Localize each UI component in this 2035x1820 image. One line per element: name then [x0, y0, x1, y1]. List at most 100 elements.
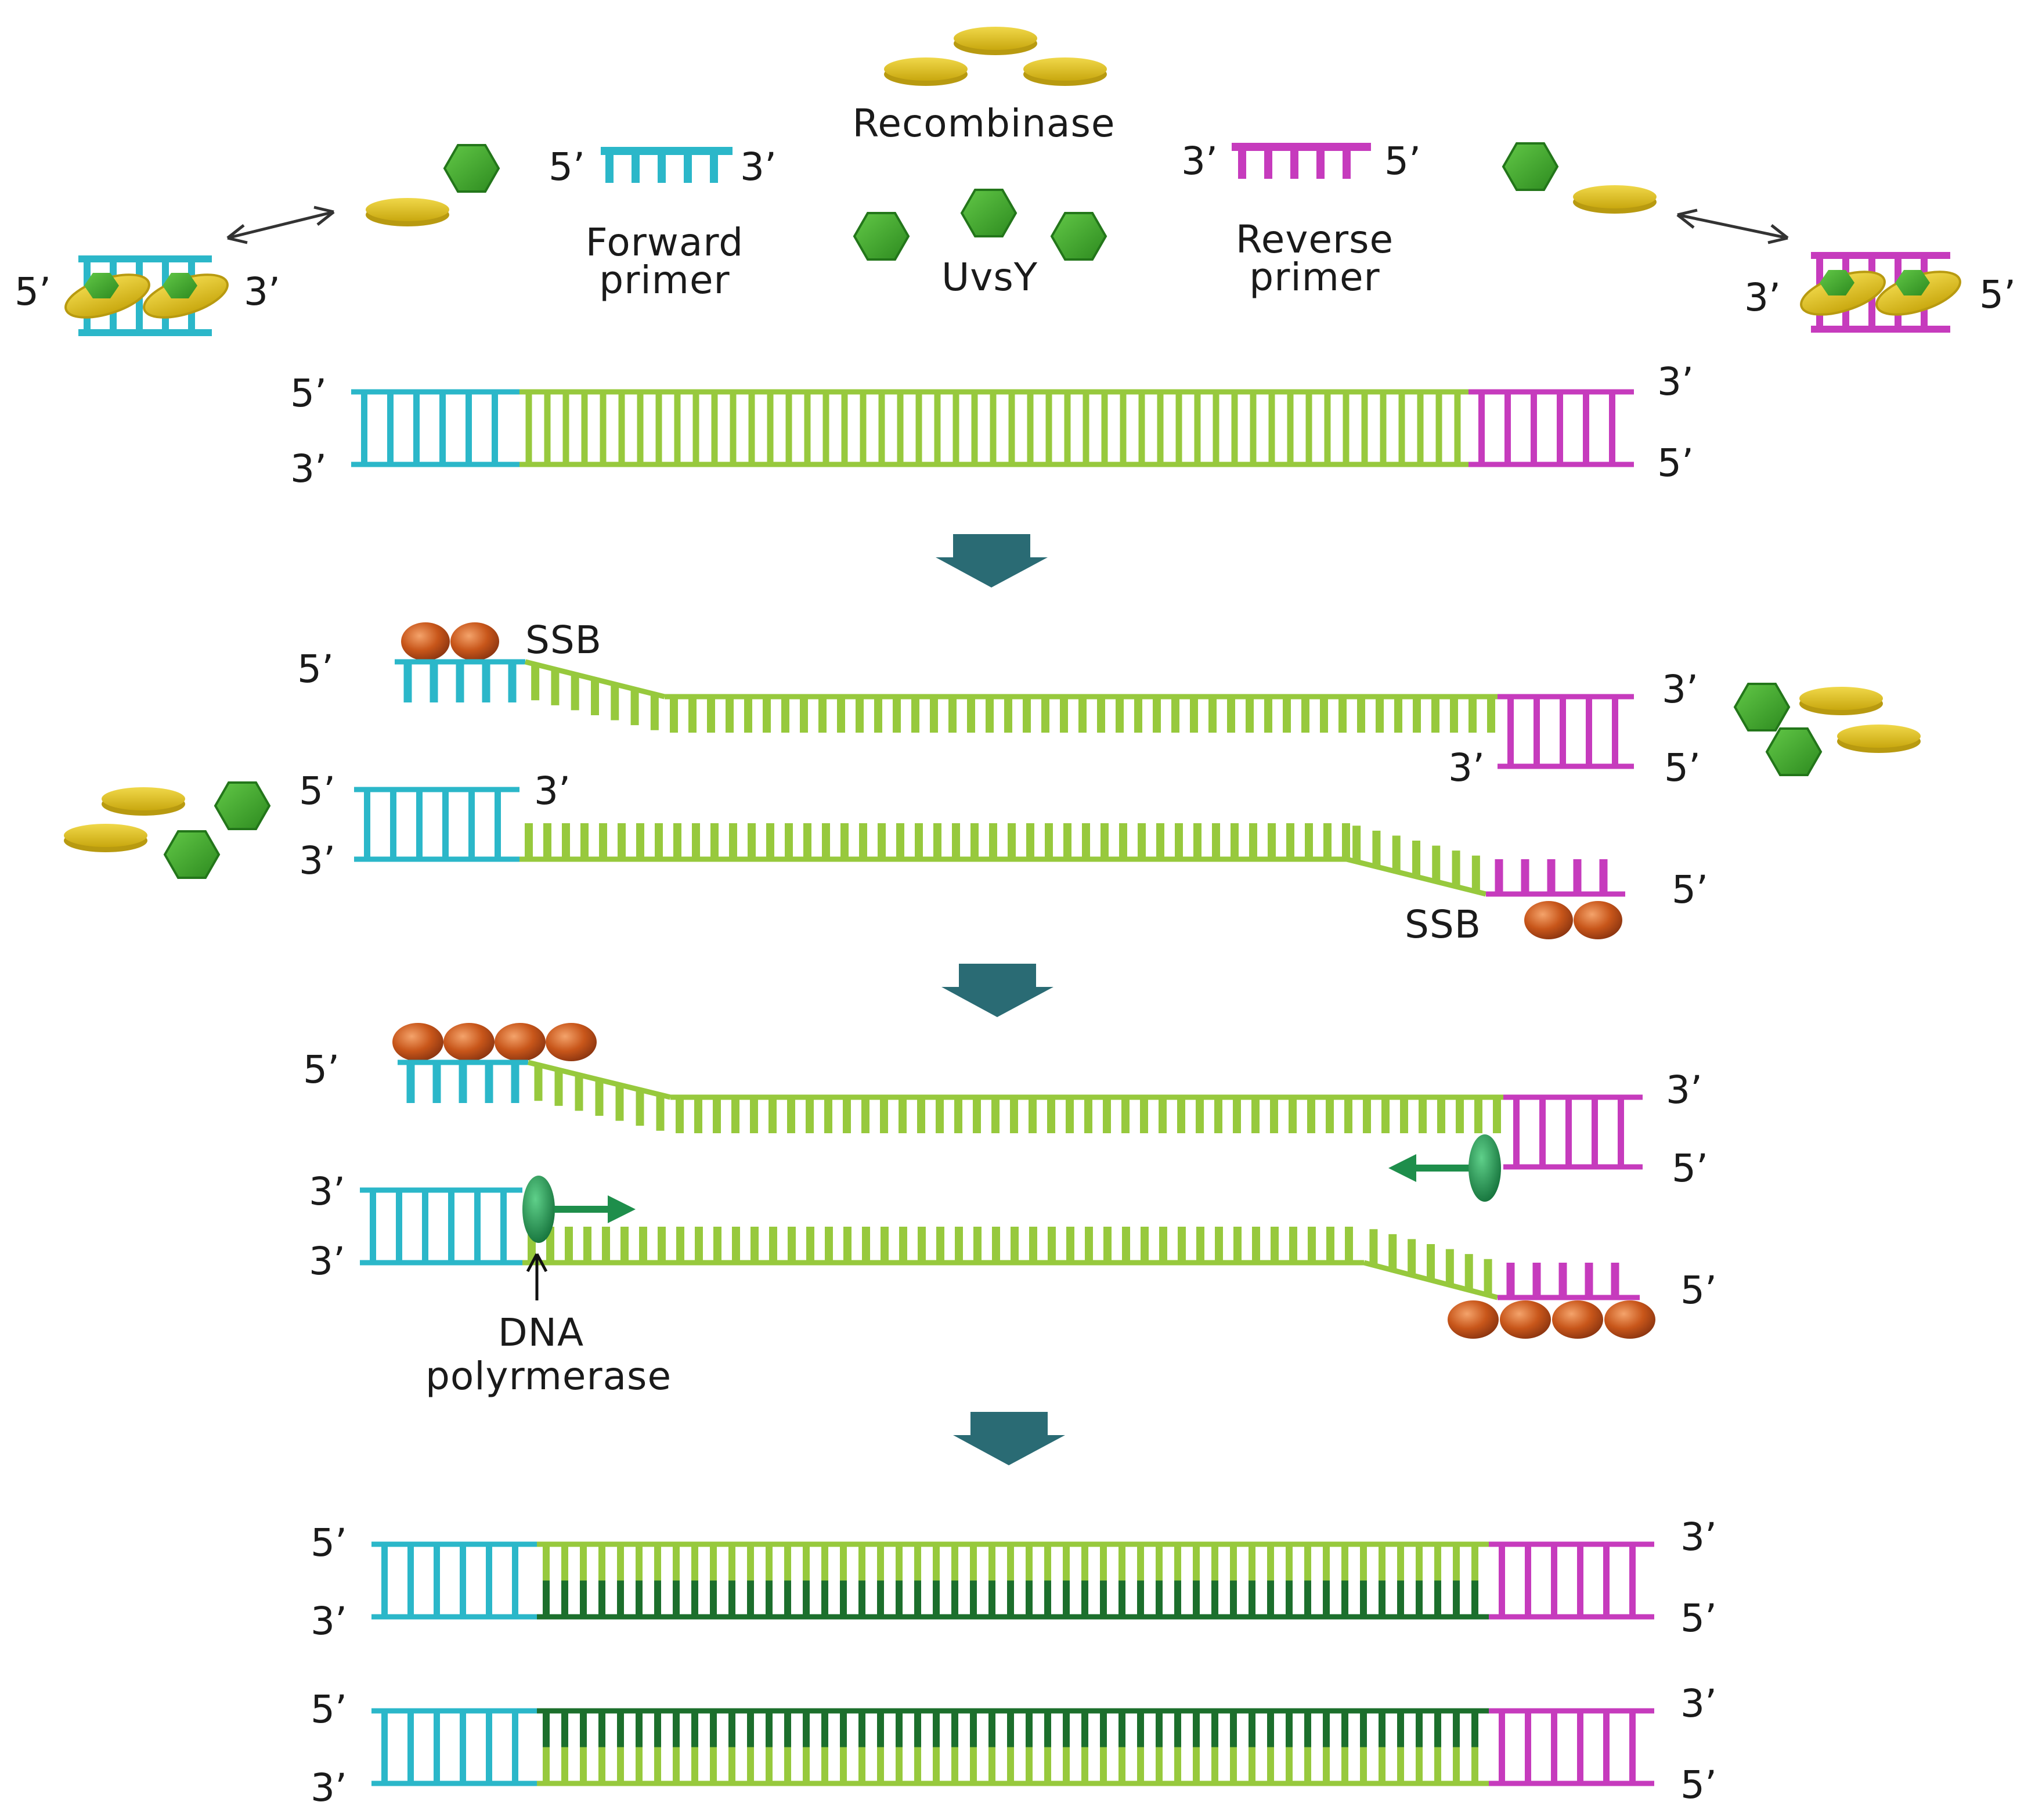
template-dsdna: 5’ 3’ 3’ 5’	[290, 359, 1694, 491]
step-arrow-3	[953, 1412, 1065, 1465]
five-prime-label: 5’	[1657, 441, 1694, 485]
three-prime-label: 3’	[244, 269, 280, 314]
uvsy-hexagon	[1733, 683, 1791, 731]
three-prime-label: 3’	[299, 838, 335, 883]
reverse-primer: 3’ 5’ Reverse primer	[1181, 139, 1421, 300]
three-prime-label: 3’	[1666, 1068, 1702, 1112]
three-prime-label: 3’	[311, 1599, 347, 1644]
uvsy-bound	[84, 273, 119, 298]
three-prime-label: 3’	[1657, 359, 1694, 404]
ssb-sphere	[1552, 1300, 1603, 1339]
extending-strand-bottom	[360, 1187, 1640, 1300]
forward-primer-label-line1: Forward	[586, 220, 744, 265]
right-free-components	[1502, 142, 1789, 244]
left-released-components	[64, 781, 271, 879]
right-released-components	[1733, 683, 1921, 776]
uvsy-bound	[163, 273, 197, 298]
product-dsdna-1	[371, 1541, 1654, 1620]
ssb-pair-top	[401, 622, 499, 661]
forward-primer-three-prime-label: 3’	[740, 145, 777, 189]
extension-arrowhead	[608, 1195, 636, 1223]
five-prime-label: 5’	[303, 1047, 340, 1092]
invaded-strand-top	[395, 659, 1634, 769]
uvsy-hexagon	[1050, 212, 1107, 261]
five-prime-label: 5’	[311, 1520, 347, 1565]
ssb-row-bottom	[1448, 1300, 1655, 1339]
three-prime-label: 3’	[311, 1765, 347, 1810]
polymerase-right	[1388, 1134, 1501, 1202]
ssb-pair-bottom	[1524, 901, 1622, 939]
recombinase-disc	[954, 27, 1037, 55]
uvsy-hexagon	[214, 781, 271, 830]
three-prime-label: 3’	[1448, 745, 1485, 790]
reverse-primer-three-prime-label: 3’	[1181, 139, 1218, 183]
uvsy-bound	[1820, 270, 1854, 295]
ssb-sphere	[401, 622, 450, 661]
step-arrow-2	[941, 964, 1053, 1017]
five-prime-label: 5’	[1664, 745, 1701, 790]
left-primer-complex: 5’ 3’	[15, 255, 280, 336]
equilibrium-arrow	[226, 206, 335, 244]
reverse-primer-strand	[1232, 143, 1371, 179]
recombinase-group: Recombinase	[853, 27, 1116, 146]
uvsy-label: UvsY	[941, 255, 1038, 300]
ssb-sphere	[495, 1023, 546, 1061]
ssb-sphere	[1524, 901, 1573, 939]
three-prime-label: 3’	[309, 1169, 345, 1214]
equilibrium-arrow	[1676, 208, 1789, 244]
ssb-label: SSB	[1405, 902, 1481, 947]
five-prime-label: 5’	[290, 371, 327, 416]
forward-primer-five-prime-label: 5’	[549, 145, 585, 189]
ssb-sphere	[450, 622, 499, 661]
forward-primer-strand	[601, 147, 733, 183]
reverse-primer-five-prime-label: 5’	[1384, 139, 1421, 183]
ssb-sphere	[392, 1023, 443, 1061]
recombinase-disc	[1573, 185, 1657, 214]
ssb-sphere	[1500, 1300, 1551, 1339]
uvsy-hexagon	[1765, 727, 1823, 776]
ssb-sphere	[1604, 1300, 1655, 1339]
recombinase-disc	[64, 824, 147, 852]
uvsy-hexagon	[960, 189, 1017, 237]
recombinase-disc	[102, 787, 185, 816]
forward-primer: 5’ 3’ Forward primer	[549, 145, 777, 302]
uvsy-hexagon	[443, 144, 500, 193]
three-prime-label: 3’	[309, 1239, 345, 1284]
dna-polymerase-right	[1468, 1134, 1501, 1202]
polymerase-pointer-arrow	[526, 1253, 548, 1300]
three-prime-label: 3’	[1680, 1515, 1717, 1559]
five-prime-label: 5’	[1672, 867, 1708, 912]
dna-polymerase-label-line1: DNA	[498, 1310, 584, 1355]
recombinase-disc	[1837, 725, 1921, 753]
left-free-components	[226, 144, 500, 244]
five-prime-label: 5’	[1680, 1763, 1717, 1807]
three-prime-label: 3’	[1744, 275, 1781, 320]
reverse-primer-label-line2: primer	[1249, 255, 1380, 300]
extending-strand-top	[398, 1059, 1643, 1170]
strand-invasion: SSB 5’ 3’ 3’ 5’ 5’ 3’ 3’ 5’ SSB	[64, 618, 1921, 947]
right-primer-complex: 3’ 5’	[1744, 252, 2016, 333]
three-prime-label: 3’	[534, 769, 571, 813]
ssb-row-top	[392, 1023, 597, 1061]
three-prime-label: 3’	[290, 446, 327, 491]
polymerase-left	[522, 1176, 636, 1300]
five-prime-label: 5’	[297, 647, 334, 691]
five-prime-label: 5’	[299, 769, 335, 813]
three-prime-label: 3’	[1662, 667, 1698, 712]
uvsy-hexagon	[163, 830, 221, 879]
three-prime-label: 3’	[1680, 1681, 1717, 1726]
dna-polymerase-left	[522, 1176, 555, 1243]
five-prime-label: 5’	[1680, 1268, 1717, 1313]
five-prime-label: 5’	[1672, 1146, 1708, 1191]
ssb-sphere	[443, 1023, 495, 1061]
reverse-primer-label-line1: Reverse	[1236, 217, 1394, 262]
product-dsdna-2	[371, 1708, 1654, 1786]
amplified-products: 5’ 3’ 3’ 5’ 5’ 3’ 3’ 5’	[311, 1515, 1717, 1810]
forward-primer-label-line2: primer	[599, 258, 730, 302]
polymerase-extension: 5’ 3’ 5’ 3’ 3’ 5’ DNA polyrmerase	[303, 1023, 1717, 1399]
recombinase-label: Recombinase	[853, 101, 1116, 146]
uvsy-hexagon	[853, 212, 910, 261]
recombinase-disc	[1799, 687, 1883, 715]
recombinase-disc	[1023, 57, 1107, 86]
